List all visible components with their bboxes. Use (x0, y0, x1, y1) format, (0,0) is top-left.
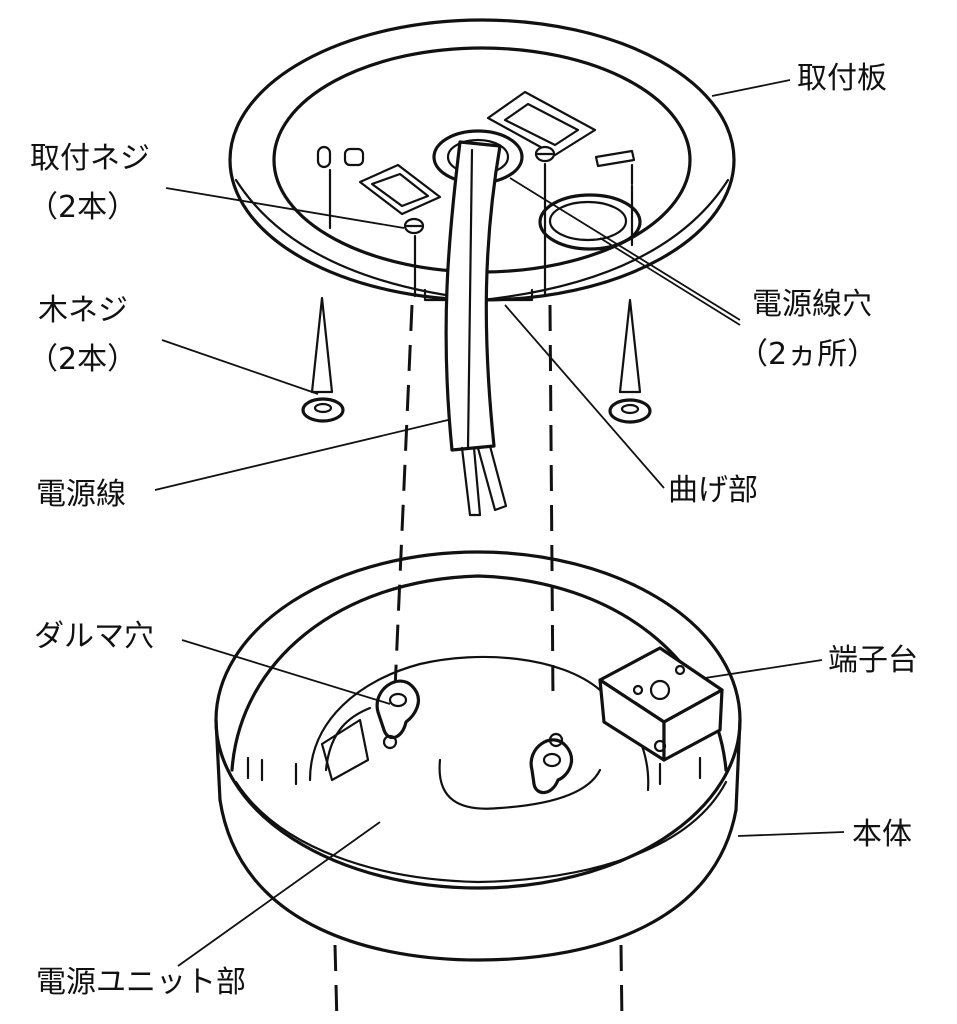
label-mounting-plate: 取付板 (797, 61, 887, 96)
label-power-cable: 電源線 (36, 477, 126, 512)
label-main-body: 本体 (852, 817, 912, 852)
label-mounting-screw-count: （2本） (28, 190, 137, 225)
keyhole-left (375, 679, 420, 750)
power-cable (444, 140, 508, 517)
leader-lines (154, 79, 845, 967)
label-cable-hole-count: （2ヵ所） (738, 337, 877, 372)
center-well (308, 655, 650, 810)
alignment-lines (328, 162, 634, 1024)
label-keyhole: ダルマ穴 (34, 619, 154, 654)
plate-details (316, 90, 642, 302)
label-wood-screw: 木ネジ (38, 293, 128, 328)
label-terminal-block: 端子台 (828, 643, 918, 678)
wood-screw-left (301, 296, 345, 423)
label-bend-part: 曲げ部 (668, 473, 758, 508)
wood-screw-right (608, 298, 652, 424)
keyhole-right (529, 732, 573, 795)
label-mounting-screw: 取付ネジ (30, 141, 150, 176)
label-power-unit: 電源ユニット部 (36, 965, 246, 1000)
label-wood-screw-count: （2本） (28, 342, 137, 377)
terminal-block (598, 646, 724, 762)
label-cable-hole: 電源線穴 (752, 287, 872, 322)
